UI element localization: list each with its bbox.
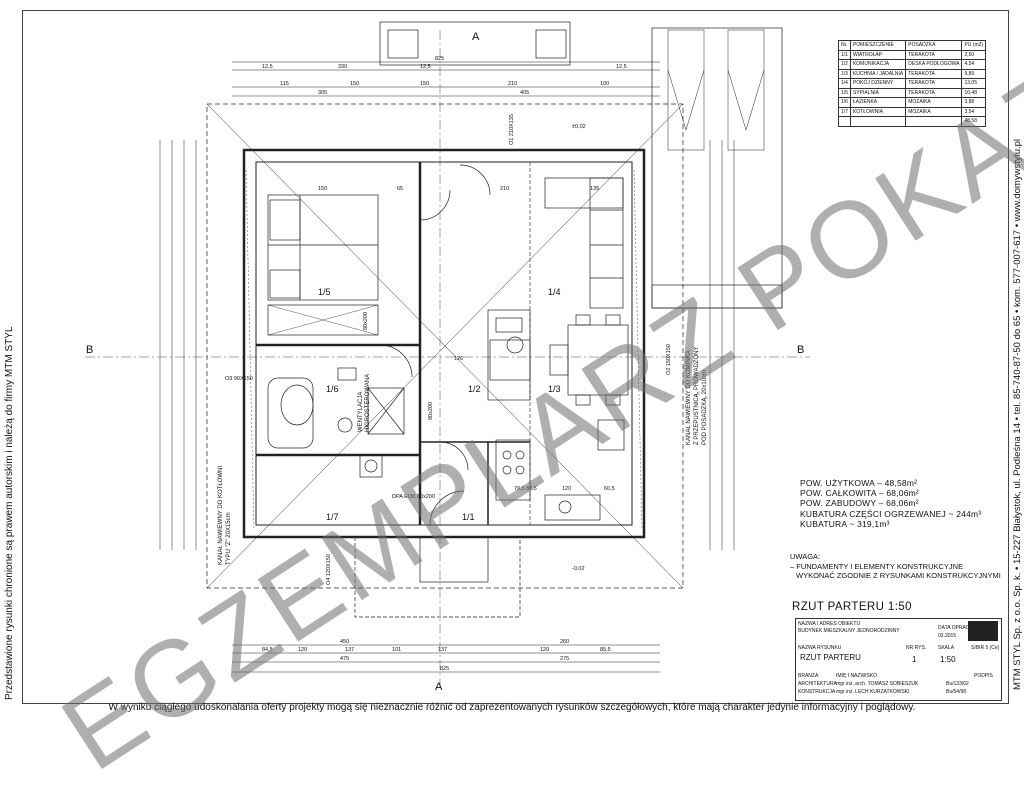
svg-text:100: 100 [600, 81, 609, 87]
room-label: 1/3 [548, 384, 561, 394]
svg-text:135: 135 [590, 186, 599, 192]
company-logo [968, 621, 998, 641]
svg-text:275: 275 [560, 656, 569, 662]
svg-text:150: 150 [420, 81, 429, 87]
bathtub [267, 377, 314, 449]
svg-text:-0,02: -0,02 [572, 566, 585, 572]
svg-text:Z PRZEPUSTNICĄ, PROWADZONY: Z PRZEPUSTNICĄ, PROWADZONY [694, 347, 700, 445]
svg-text:O4 120X150: O4 120X150 [326, 554, 332, 585]
svg-text:85,5: 85,5 [600, 647, 611, 653]
svg-text:DPA EI30 80x200: DPA EI30 80x200 [392, 494, 435, 500]
svg-text:60,5: 60,5 [604, 486, 615, 492]
chimney-duct-note: KANAŁ NAWIEWNY DO KOMINKA [686, 350, 692, 445]
room-label: 1/6 [326, 384, 339, 394]
svg-text:115: 115 [280, 81, 289, 87]
table-total-row: 48,58 [838, 116, 987, 127]
svg-text:150: 150 [318, 186, 327, 192]
svg-text:450: 450 [340, 639, 349, 645]
floor-plan: 1/5 1/4 1/2 1/3 1/6 1/7 1/1 B B A A 12,5… [85, 21, 810, 693]
section-marker: B [797, 344, 804, 356]
svg-text:260: 260 [560, 639, 569, 645]
svg-text:305: 305 [318, 90, 327, 96]
room-label: 1/1 [462, 512, 475, 522]
sofa [544, 177, 624, 209]
svg-text:HIGROSTEROWANA: HIGROSTEROWANA [365, 374, 371, 432]
svg-text:137: 137 [345, 647, 354, 653]
svg-text:O2 150X150: O2 150X150 [666, 344, 672, 375]
svg-text:475: 475 [340, 656, 349, 662]
svg-text:12,5: 12,5 [262, 64, 273, 70]
boiler-duct-note: KANAŁ NAWIEWNY DO KOTŁOWNI [218, 466, 224, 565]
dining-table [567, 324, 629, 396]
svg-text:O3 90X150: O3 90X150 [225, 376, 253, 382]
disclaimer-note: W wyniku ciągłego udoskonalania oferty p… [108, 702, 916, 713]
svg-text:137: 137 [438, 647, 447, 653]
svg-text:330: 330 [338, 64, 347, 70]
svg-text:79,5: 79,5 [514, 486, 525, 492]
svg-text:87,5: 87,5 [526, 486, 537, 492]
room-label: 1/7 [326, 512, 339, 522]
svg-text:80x200: 80x200 [428, 402, 434, 420]
svg-text:825: 825 [440, 666, 449, 672]
svg-text:POD POSADZKĄ, 20x10cm: POD POSADZKĄ, 20x10cm [702, 370, 708, 445]
table-header: Nr. POMIESZCZENIE POSADZKA PU (m2) [838, 40, 987, 51]
svg-text:210: 210 [500, 186, 509, 192]
svg-text:405: 405 [520, 90, 529, 96]
svg-text:120: 120 [540, 647, 549, 653]
svg-text:150: 150 [350, 81, 359, 87]
svg-text:120: 120 [562, 486, 571, 492]
room-label: 1/2 [468, 384, 481, 394]
drawing-frame [22, 10, 1009, 704]
svg-text:12,5: 12,5 [420, 64, 431, 70]
ventilation-note: WENTYLACJA [358, 392, 364, 432]
svg-text:80x200: 80x200 [363, 312, 369, 330]
bed [267, 194, 379, 301]
svg-text:12,5: 12,5 [616, 64, 627, 70]
svg-text:120: 120 [298, 647, 307, 653]
svg-text:TYPU "Z" 20X15cm: TYPU "Z" 20X15cm [226, 512, 232, 565]
sheet-title: RZUT PARTERU 1:50 [792, 601, 912, 613]
svg-text:±0,02: ±0,02 [572, 124, 586, 130]
title-block: NAZWA I ADRES OBIEKTU BUDYNEK MIESZKALNY… [795, 618, 1002, 701]
notes-section: UWAGA: – FUNDAMENTY I ELEMENTY KONSTRUKC… [790, 552, 1001, 580]
svg-text:126: 126 [454, 356, 463, 362]
section-marker: B [86, 344, 93, 356]
svg-text:65: 65 [397, 186, 403, 192]
section-marker: A [472, 31, 480, 43]
svg-text:825: 825 [435, 56, 444, 62]
area-summary: POW. UŻYTKOWA – 48,58m² POW. CAŁKOWITA –… [800, 478, 982, 529]
room-label: 1/4 [548, 287, 561, 297]
svg-text:210: 210 [508, 81, 517, 87]
svg-text:84,5: 84,5 [262, 647, 273, 653]
section-marker: A [435, 681, 443, 693]
room-label: 1/5 [318, 287, 331, 297]
svg-text:O1 210X135: O1 210X135 [509, 114, 515, 145]
svg-text:101: 101 [392, 647, 401, 653]
